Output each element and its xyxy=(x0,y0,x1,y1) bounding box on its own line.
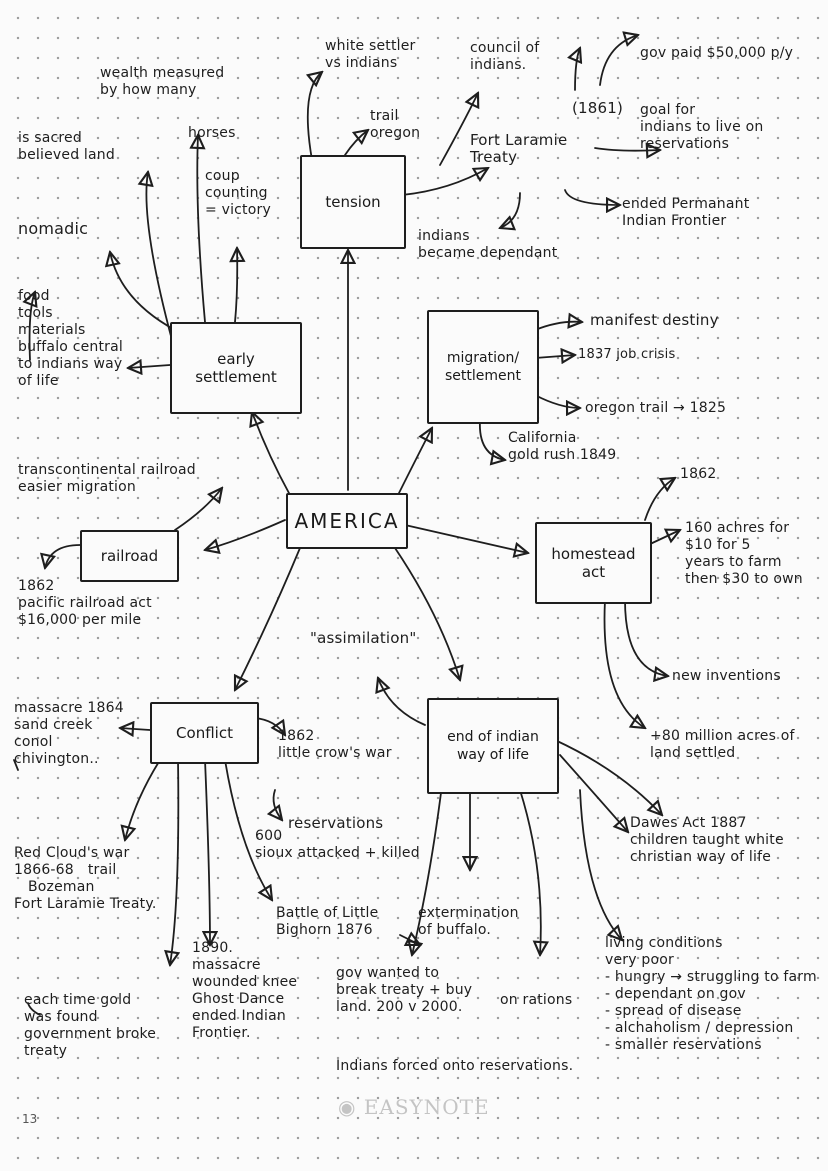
note-fort-laramie: Fort Laramie Treaty xyxy=(470,131,568,166)
note-buffalo: food tools materials buffalo central to … xyxy=(18,288,123,389)
note-white-settler: white settler vs indians xyxy=(325,38,416,71)
note-acres: 160 achres for $10 for 5 years to farm t… xyxy=(685,520,803,587)
brand-name: EASYNOTE xyxy=(363,1095,490,1119)
note-sioux: 600 sioux attacked + killed xyxy=(255,828,420,861)
note-wealth: wealth measured by how many xyxy=(100,65,225,98)
node-tension: tension xyxy=(300,155,406,249)
easynote-watermark: ◉ EASYNOTE xyxy=(338,1095,490,1119)
note-reservations: reservations xyxy=(288,814,384,832)
node-america: AMERICA xyxy=(286,493,408,549)
note-transcontinental: transcontinental railroad easier migrati… xyxy=(18,462,196,495)
note-gov-paid: gov paid $50,000 p/y xyxy=(640,45,794,61)
note-trail-oregon: trail oregon xyxy=(370,108,421,141)
note-rations: on rations xyxy=(500,992,573,1008)
note-year-1862-homestead: 1862 xyxy=(680,466,717,482)
easynote-logo-icon: ◉ xyxy=(338,1095,357,1119)
note-million-acres: +80 million acres of land settled xyxy=(650,728,795,761)
note-council: council of indians. xyxy=(470,40,540,73)
note-pacific: 1862 pacific railroad act $16,000 per mi… xyxy=(18,578,152,628)
node-homestead-act: homestead act xyxy=(535,522,652,604)
note-living: living conditions very poor - hungry → s… xyxy=(605,935,817,1053)
note-goal: goal for indians to live on reservations xyxy=(640,102,764,152)
note-little-bighorn: Battle of Little Bighorn 1876 xyxy=(276,905,379,938)
note-sacred-land: is sacred believed land xyxy=(18,130,115,163)
note-year-1861: (1861) xyxy=(572,99,624,117)
note-extermination: extermination of buffalo. xyxy=(418,905,519,938)
note-assimilation: "assimilation" xyxy=(310,629,417,647)
note-massacre-1864: massacre 1864 sand creek conol chivingto… xyxy=(14,700,124,767)
node-end-of-indian-way: end of indian way of life xyxy=(427,698,559,794)
note-nomadic: nomadic xyxy=(18,219,89,238)
note-crisis-1837: 1837 job crisis xyxy=(578,347,676,362)
node-railroad: railroad xyxy=(80,530,179,582)
note-wounded-knee: 1890. massacre wounded knee Ghost Dance … xyxy=(192,940,298,1041)
note-oregon-trail: oregon trail → 1825 xyxy=(585,400,727,416)
note-gold-found: each time gold was found government brok… xyxy=(24,992,157,1059)
note-new-inventions: new inventions xyxy=(672,668,781,684)
note-ended-frontier: ended Permanant Indian Frontier xyxy=(622,196,750,229)
note-california: California gold rush 1849 xyxy=(508,430,617,463)
note-horses: horses xyxy=(188,125,236,141)
node-conflict: Conflict xyxy=(150,702,259,764)
page-number: 13 xyxy=(22,1112,38,1126)
note-gov-wanted: gov wanted to break treaty + buy land. 2… xyxy=(336,965,473,1015)
note-coup: coup counting = victory xyxy=(205,168,271,218)
note-dependant: indians became dependant xyxy=(418,228,558,261)
node-migration-settlement: migration/ settlement xyxy=(427,310,539,424)
note-red-cloud: Red Cloud's war 1866-68 trail Bozeman Fo… xyxy=(14,845,157,912)
note-forced: Indians forced onto reservations. xyxy=(336,1058,574,1074)
note-manifest: manifest destiny xyxy=(590,311,719,329)
node-early-settlement: early settlement xyxy=(170,322,302,414)
note-little-crow: 1862 little crow's war xyxy=(278,728,392,761)
note-dawes: Dawes Act 1887 children taught white chr… xyxy=(630,815,784,865)
